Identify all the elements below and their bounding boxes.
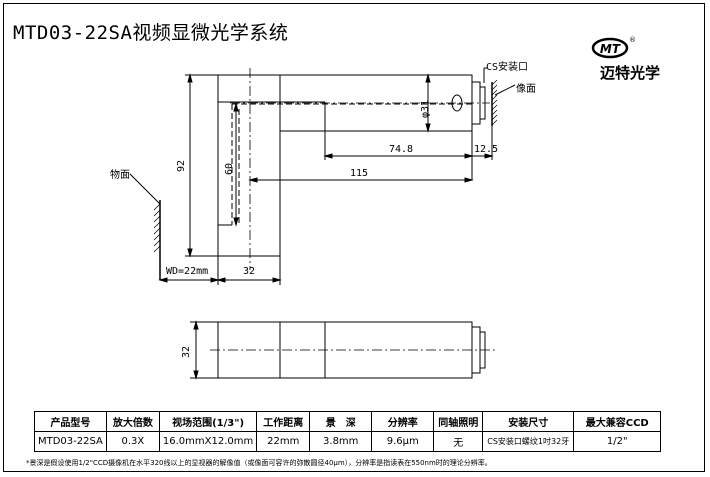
- vertical-tube: [217, 74, 281, 257]
- image-plane-label: 像面: [516, 84, 536, 95]
- header-cell: 分辨率: [371, 411, 435, 432]
- dim-32-top: 32: [243, 266, 256, 277]
- brand-name: 迈特光学: [600, 64, 661, 82]
- logo-text: MT: [600, 42, 621, 56]
- header-cell: 同轴照明: [433, 411, 484, 432]
- dim-74-8: 74.8: [389, 144, 414, 155]
- header-cell: 安装尺寸: [482, 411, 575, 432]
- top-view: [129, 67, 516, 285]
- dim-92: 92: [176, 159, 187, 172]
- drawing-frame: [3, 3, 705, 472]
- data-cell: 9.6μm: [371, 431, 435, 452]
- dim-12-5: 12.5: [474, 144, 499, 155]
- page-title: MTD03-22SA视频显微光学系统: [13, 22, 289, 44]
- header-cell: 工作距离: [256, 411, 311, 432]
- brand-logo: MT ®: [591, 36, 636, 59]
- spec-table: 产品型号 放大倍数 视场范围(1/3") 工作距离 景 深 分辨率 同轴照明 安…: [34, 411, 662, 452]
- data-cell: 3.8mm: [309, 431, 373, 452]
- data-cell: 无: [433, 431, 484, 452]
- header-cell: 视场范围(1/3"): [158, 411, 258, 432]
- header-cell: 最大兼容CCD: [573, 411, 662, 432]
- dim-60: 60: [224, 162, 235, 175]
- spec-data-row: MTD03-22SA 0.3X 16.0mmX12.0mm 22mm 3.8mm…: [34, 431, 662, 452]
- registered-mark: ®: [629, 36, 636, 44]
- cs-mount-label: CS安装口: [486, 62, 529, 73]
- header-cell: 放大倍数: [105, 411, 160, 432]
- dim-32-bottom: 32: [181, 345, 192, 358]
- data-cell: 1/2": [573, 431, 662, 452]
- data-cell: 16.0mmX12.0mm: [158, 431, 258, 452]
- data-cell: CS安装口螺纹1吋32牙: [482, 431, 575, 452]
- data-cell: 0.3X: [105, 431, 160, 452]
- dim-phi31: φ31: [420, 99, 431, 118]
- footnote: *景深是假设使用1/2"CCD摄像机在水平320线以上的显视器的解像值（或像面可…: [26, 459, 492, 467]
- object-plane-label: 物面: [110, 170, 130, 181]
- header-cell: 产品型号: [34, 411, 107, 432]
- dim-115: 115: [350, 168, 369, 179]
- side-view: [190, 320, 495, 380]
- data-cell: 22mm: [256, 431, 311, 452]
- header-cell: 景 深: [309, 411, 373, 432]
- data-cell: MTD03-22SA: [34, 431, 107, 452]
- spec-header-row: 产品型号 放大倍数 视场范围(1/3") 工作距离 景 深 分辨率 同轴照明 安…: [34, 411, 662, 432]
- dim-wd: WD=22mm: [166, 266, 209, 277]
